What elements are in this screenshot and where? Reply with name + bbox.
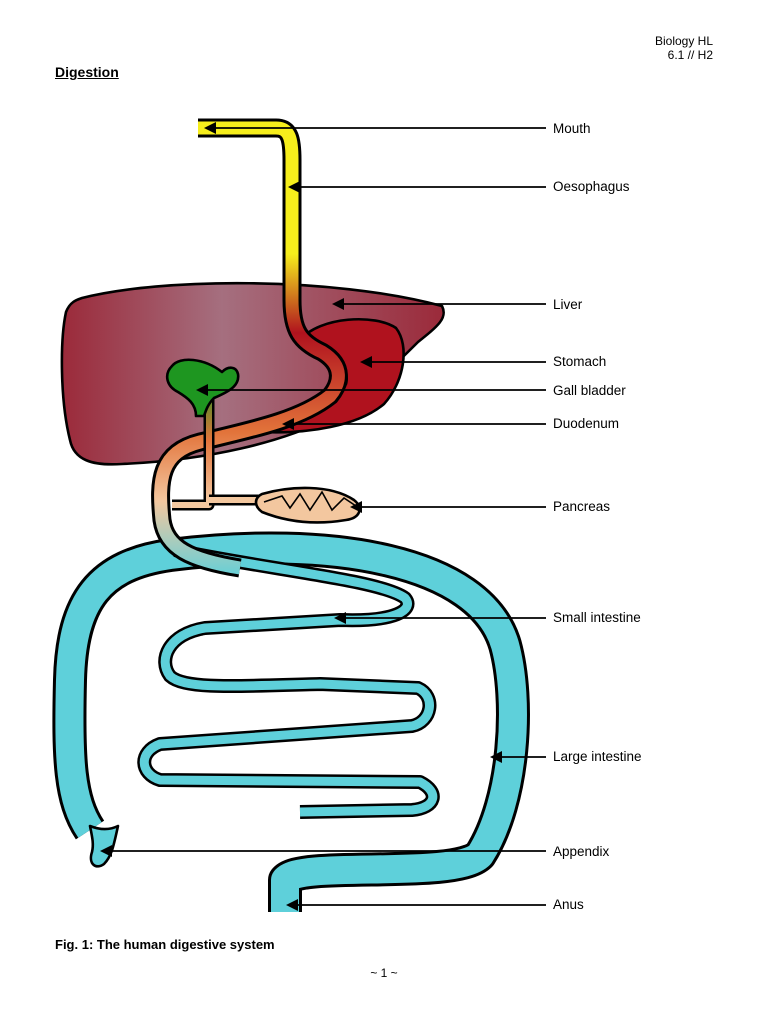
pancreas-zigzag: [263, 490, 357, 512]
label-pancreas: Pancreas: [553, 499, 610, 514]
appendix-shape: [88, 824, 120, 868]
arrow-small-intestine: [334, 612, 546, 624]
label-stomach: Stomach: [553, 354, 606, 369]
arrow-large-intestine: [490, 751, 546, 763]
course-code: 6.1 // H2: [667, 48, 713, 62]
arrow-oesophagus: [288, 181, 546, 193]
arrow-gall-bladder: [196, 384, 546, 396]
label-small-intestine: Small intestine: [553, 610, 641, 625]
label-oesophagus: Oesophagus: [553, 179, 630, 194]
label-arrows: [100, 122, 546, 911]
label-duodenum: Duodenum: [553, 416, 619, 431]
small-intestine-shape: [137, 543, 440, 819]
label-anus: Anus: [553, 897, 584, 912]
label-gall-bladder: Gall bladder: [553, 383, 626, 398]
arrow-stomach: [360, 356, 546, 368]
label-liver: Liver: [553, 297, 583, 312]
document-header: Biology HL 6.1 // H2: [655, 34, 713, 62]
course-name: Biology HL: [654, 34, 713, 48]
page-number: ~ 1 ~: [370, 966, 398, 980]
label-mouth: Mouth: [553, 121, 591, 136]
large-intestine-shape: [52, 531, 530, 912]
arrow-appendix: [100, 845, 546, 857]
alimentary-tube: [151, 118, 348, 578]
arrow-anus: [286, 899, 546, 911]
arrow-liver: [332, 298, 546, 310]
label-large-intestine: Large intestine: [553, 749, 642, 764]
arrow-pancreas: [350, 501, 546, 513]
page-title: Digestion: [55, 64, 119, 80]
arrow-mouth: [204, 122, 546, 134]
label-appendix: Appendix: [553, 844, 610, 859]
arrow-duodenum: [282, 418, 546, 430]
figure-caption: Fig. 1: The human digestive system: [55, 937, 275, 952]
